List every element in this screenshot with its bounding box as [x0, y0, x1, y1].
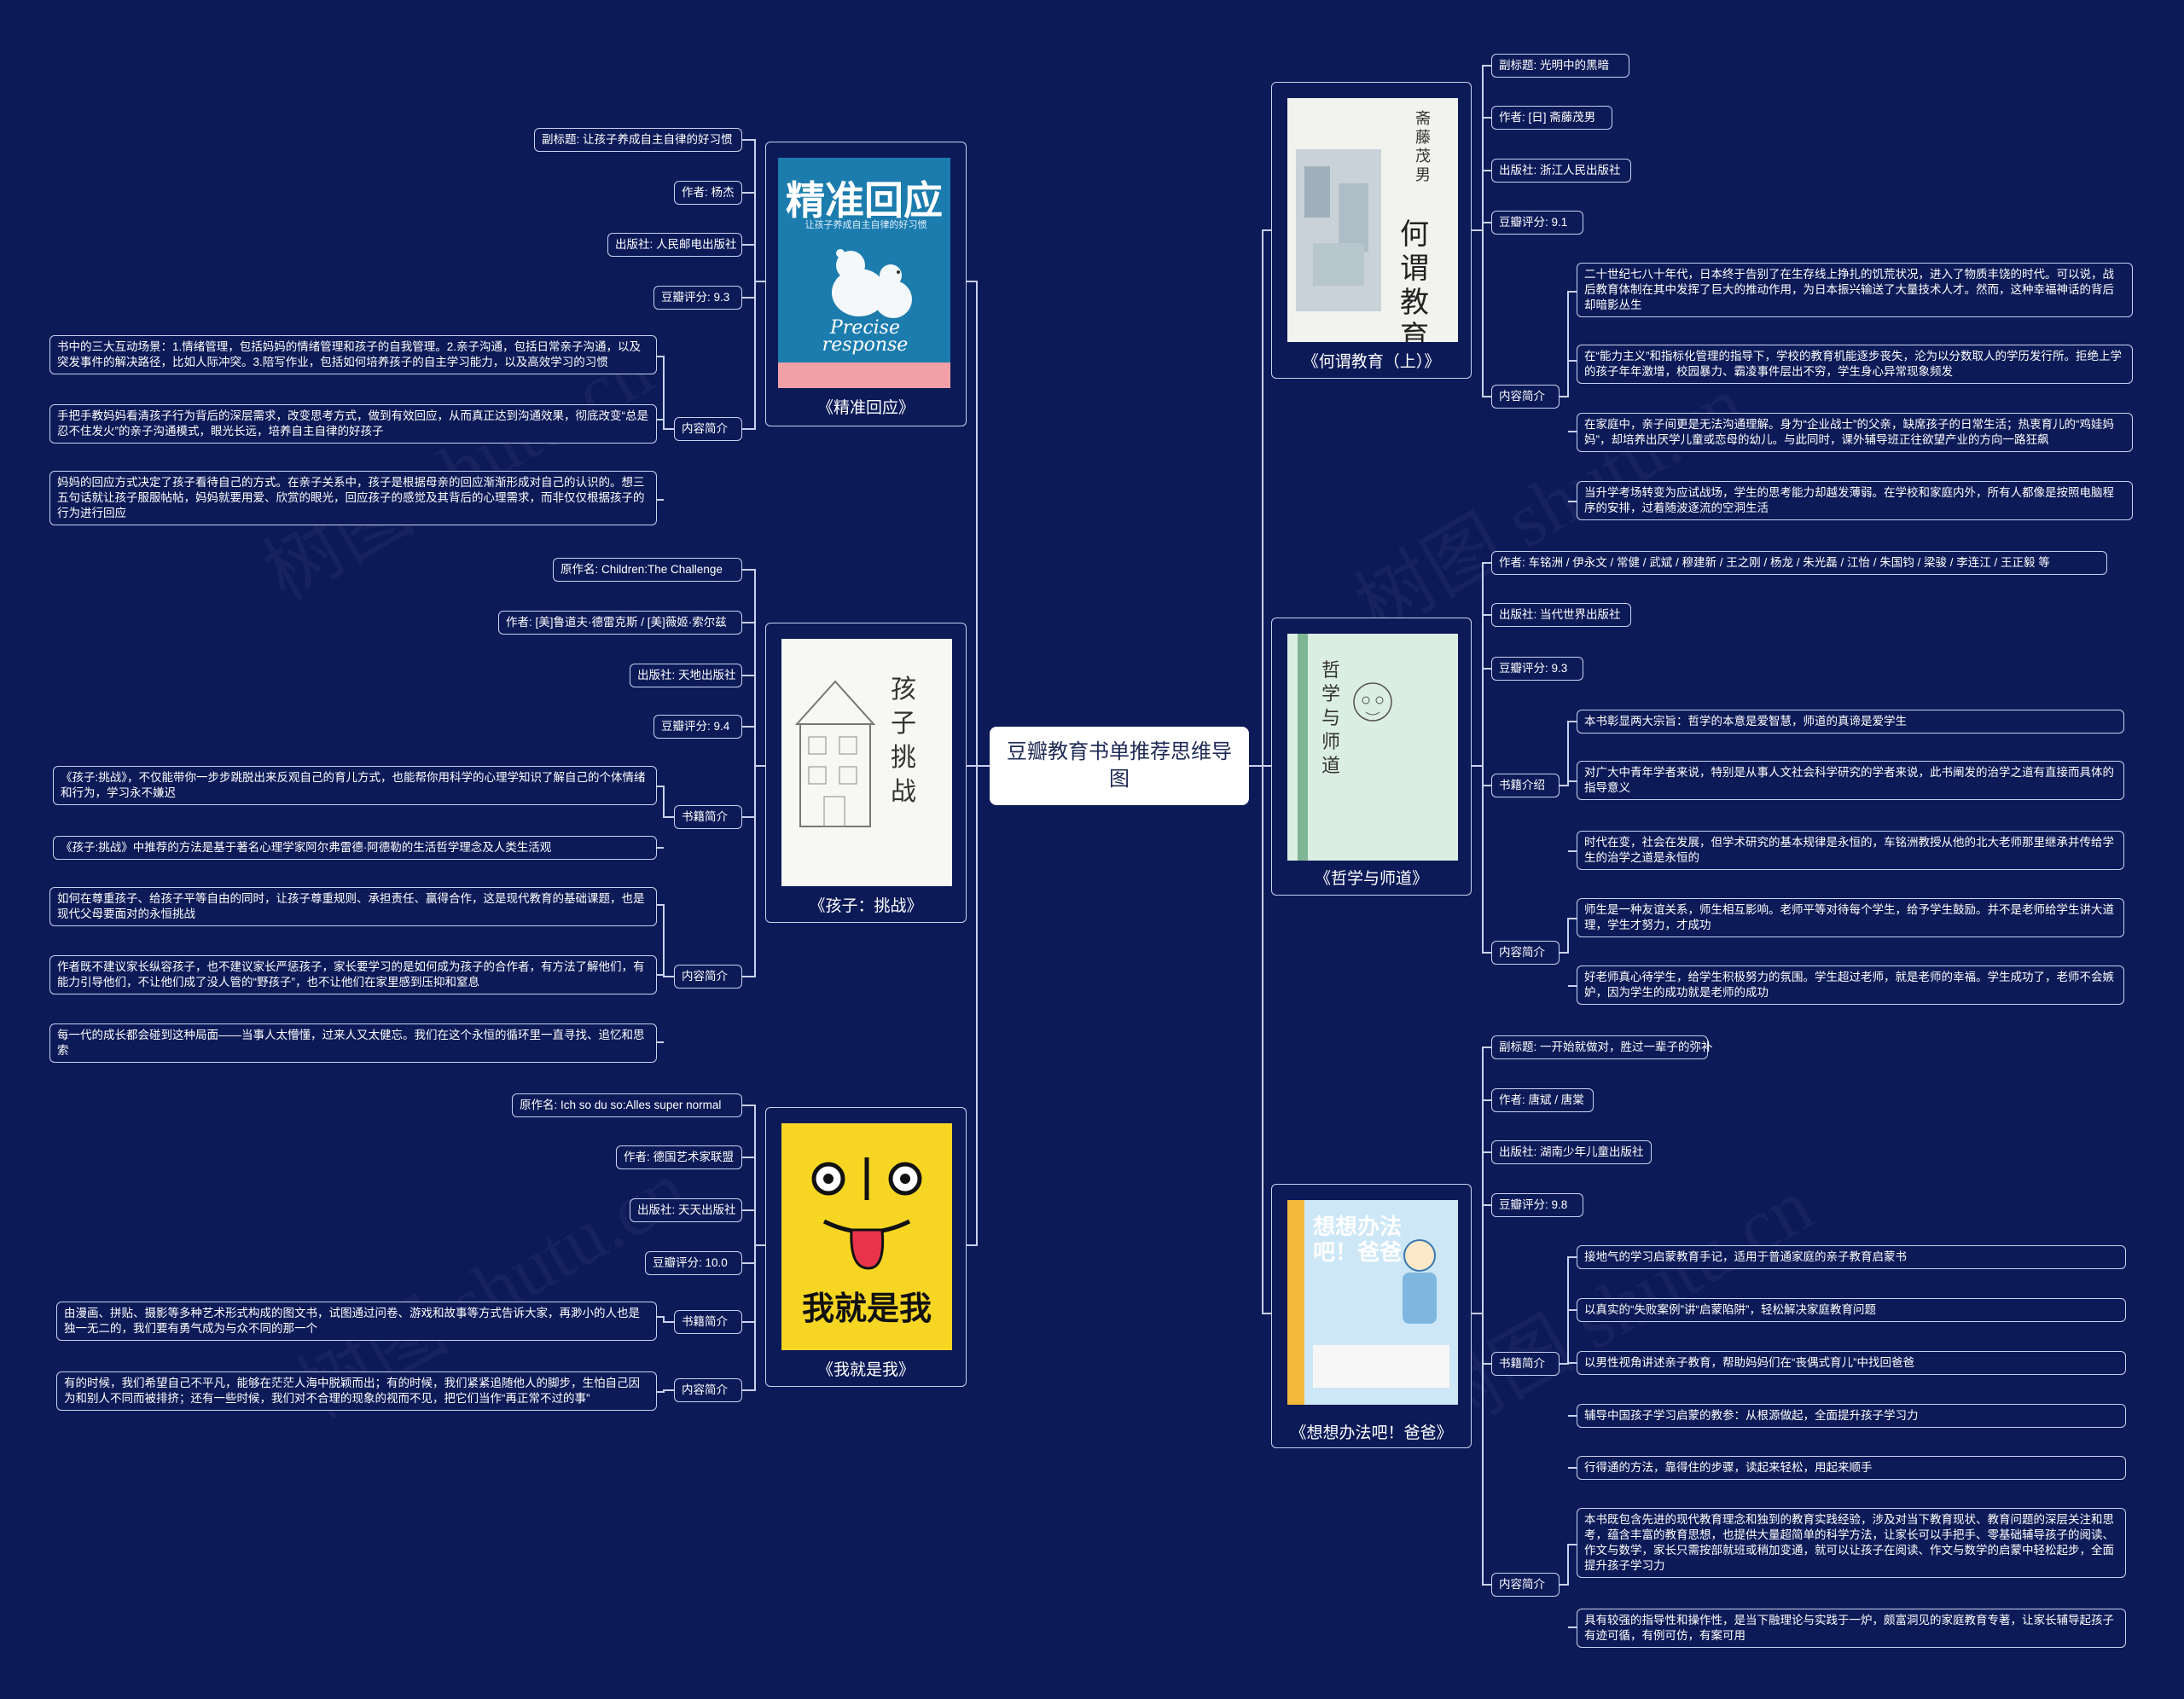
content-item[interactable]: 在家庭中，亲子间更是无法沟通理解。身为“企业战士”的父亲，缺席孩子的日常生活；热…	[1577, 413, 2133, 452]
author-node[interactable]: 作者: [美]鲁道夫·德雷克斯 / [美]薇姬·索尔兹	[498, 611, 742, 635]
publisher-node[interactable]: 出版社: 浙江人民出版社	[1491, 159, 1631, 183]
book-caption: 《何谓教育（上）》	[1272, 349, 1471, 372]
original-title-node[interactable]: 原作名: Children:The Challenge	[553, 558, 742, 582]
rating-node[interactable]: 豆瓣评分: 9.3	[1491, 657, 1583, 681]
house-illustration	[788, 673, 882, 844]
rating-node[interactable]: 豆瓣评分: 9.8	[1491, 1193, 1583, 1217]
portrait-sketch	[1347, 676, 1398, 736]
book-cover: 想想办法吧！爸爸	[1287, 1200, 1458, 1405]
face-illustration	[799, 1149, 935, 1277]
author-node[interactable]: 作者: [日] 斋藤茂男	[1491, 106, 1612, 130]
content-item[interactable]: 好老师真心待学生，给学生积极努力的氛围。学生超过老师，就是老师的幸福。学生成功了…	[1577, 965, 2124, 1005]
publisher-node[interactable]: 出版社: 天地出版社	[630, 664, 742, 687]
intro-item[interactable]: 接地气的学习启蒙教育手记，适用于普通家庭的亲子教育启蒙书	[1577, 1245, 2126, 1269]
cover-spine-band	[1298, 634, 1308, 861]
book-caption: 《精准回应》	[766, 395, 966, 418]
intro-label-node[interactable]: 书籍简介	[674, 1310, 742, 1334]
book-caption: 《哲学与师道》	[1272, 866, 1471, 889]
content-label-node[interactable]: 内容简介	[674, 1378, 742, 1402]
rating-node[interactable]: 豆瓣评分: 10.0	[645, 1251, 742, 1275]
publisher-node[interactable]: 出版社: 当代世界出版社	[1491, 603, 1631, 627]
book-cover: 斋藤茂男 何谓教育	[1287, 98, 1458, 342]
intro-item[interactable]: 《孩子:挑战》中推荐的方法是基于著名心理学家阿尔弗雷德·阿德勒的生活哲学理念及人…	[53, 836, 657, 860]
content-item[interactable]: 书中的三大互动场景：1.情绪管理，包括妈妈的情绪管理和孩子的自我管理。2.亲子沟…	[49, 335, 657, 374]
intro-item[interactable]: 行得通的方法，靠得住的步骤，读起来轻松，用起来顺手	[1577, 1456, 2126, 1480]
content-item[interactable]: 妈妈的回应方式决定了孩子看待自己的方式。在亲子关系中，孩子是根据母亲的回应渐渐形…	[49, 471, 657, 525]
cover-title: 我就是我	[781, 1282, 952, 1329]
publisher-node[interactable]: 出版社: 人民邮电出版社	[607, 233, 742, 257]
intro-label-node[interactable]: 书籍简介	[674, 805, 742, 829]
content-item[interactable]: 师生是一种友谊关系，师生相互影响。老师平等对待每个学生，给予学生鼓励。并不是老师…	[1577, 898, 2124, 937]
book-cover: 孩子挑战	[781, 639, 952, 886]
bear-illustration	[812, 233, 923, 327]
book-node-think-dad[interactable]: 想想办法吧！爸爸 《想想办法吧！爸爸》	[1271, 1184, 1472, 1448]
cover-title: 哲学与师道	[1321, 659, 1347, 779]
book-node-i-am-me[interactable]: 我就是我 《我就是我》	[765, 1107, 967, 1387]
subtitle-node[interactable]: 副标题: 光明中的黑暗	[1491, 54, 1629, 78]
content-item[interactable]: 具有较强的指导性和操作性，是当下融理论与实践于一炉，颇富洞见的家庭教育专著，让家…	[1577, 1609, 2126, 1648]
author-node[interactable]: 作者: 杨杰	[674, 181, 742, 205]
child-illustration	[1390, 1234, 1449, 1345]
content-label-node[interactable]: 内容简介	[674, 417, 742, 441]
intro-item[interactable]: 《孩子:挑战》，不仅能带你一步步跳脱出来反观自己的育儿方式，也能帮你用科学的心理…	[53, 766, 657, 805]
cover-subtitle: 让孩子养成自主自律的好习惯	[785, 217, 947, 231]
cover-title: 何谓教育	[1400, 217, 1434, 342]
content-item[interactable]: 本书既包含先进的现代教育理念和独到的教育实践经验，涉及对当下教育现状、教育问题的…	[1577, 1508, 2126, 1578]
content-label-node[interactable]: 内容简介	[1491, 385, 1560, 409]
intro-item[interactable]: 由漫画、拼贴、摄影等多种艺术形式构成的图文书，试图通过问卷、游戏和故事等方式告诉…	[56, 1302, 657, 1341]
intro-item[interactable]: 时代在变，社会在发展，但学术研究的基本规律是永恒的，车铭洲教授从他的北大老师那里…	[1577, 831, 2124, 870]
content-label-node[interactable]: 内容简介	[1491, 941, 1560, 965]
book-node-philosophy-and-teaching[interactable]: 哲学与师道 《哲学与师道》	[1271, 618, 1472, 896]
book-caption: 《孩子：挑战》	[766, 893, 966, 916]
subtitle-node[interactable]: 副标题: 一开始就做对，胜过一辈子的弥补	[1491, 1035, 1708, 1059]
book-cover: 我就是我	[781, 1123, 952, 1350]
cover-author: 斋藤茂男	[1415, 110, 1434, 185]
content-item[interactable]: 手把手教妈妈看清孩子行为背后的深层需求，改变思考方式，做到有效回应，从而真正达到…	[49, 404, 657, 444]
intro-item[interactable]: 以男性视角讲述亲子教育，帮助妈妈们在“丧偶式育儿”中找回爸爸	[1577, 1351, 2126, 1375]
content-item[interactable]: 二十世纪七八十年代，日本终于告别了在生存线上挣扎的饥荒状况，进入了物质丰饶的时代…	[1577, 263, 2133, 317]
book-caption: 《我就是我》	[766, 1357, 966, 1380]
content-item[interactable]: 每一代的成长都会碰到这种局面——当事人太懵懂，过来人又太健忘。我们在这个永恒的循…	[49, 1023, 657, 1063]
rating-node[interactable]: 豆瓣评分: 9.4	[653, 715, 742, 739]
book-cover: 哲学与师道	[1287, 634, 1458, 861]
author-node[interactable]: 作者: 德国艺术家联盟	[616, 1145, 742, 1169]
publisher-node[interactable]: 出版社: 天天出版社	[630, 1198, 742, 1222]
cover-title: 孩子挑战	[891, 673, 925, 809]
book-node-children-challenge[interactable]: 孩子挑战 《孩子：挑战》	[765, 623, 967, 923]
photo-collage	[1296, 149, 1390, 320]
cover-english-title: Precise response	[788, 320, 942, 354]
content-item[interactable]: 有的时候，我们希望自己不平凡，能够在茫茫人海中脱颖而出；有的时候，我们紧紧追随他…	[56, 1371, 657, 1411]
original-title-node[interactable]: 原作名: Ich so du so:Alles super normal	[512, 1093, 742, 1117]
content-item[interactable]: 如何在尊重孩子、给孩子平等自由的同时，让孩子尊重规则、承担责任、赢得合作，这是现…	[49, 887, 657, 926]
book-node-what-is-education[interactable]: 斋藤茂男 何谓教育 《何谓教育（上）》	[1271, 82, 1472, 379]
subtitle-node[interactable]: 副标题: 让孩子养成自主自律的好习惯	[534, 128, 742, 152]
intro-label-node[interactable]: 书籍介绍	[1491, 774, 1560, 797]
content-label-node[interactable]: 内容简介	[1491, 1573, 1560, 1597]
author-node[interactable]: 作者: 车铭洲 / 伊永文 / 常健 / 武斌 / 穆建新 / 王之刚 / 杨龙…	[1491, 551, 2107, 575]
cover-panel	[1313, 1345, 1449, 1388]
intro-item[interactable]: 辅导中国孩子学习启蒙的教参：从根源做起，全面提升孩子学习力	[1577, 1404, 2126, 1428]
root-topic[interactable]: 豆瓣教育书单推荐思维导图	[990, 727, 1249, 805]
author-node[interactable]: 作者: 唐斌 / 唐棠	[1491, 1088, 1594, 1112]
intro-item[interactable]: 以真实的“失败案例”讲“启蒙陷阱”，轻松解决家庭教育问题	[1577, 1298, 2126, 1322]
book-caption: 《想想办法吧！爸爸》	[1272, 1420, 1471, 1443]
content-item[interactable]: 在“能力主义”和指标化管理的指导下，学校的教育机能逐步丧失，沦为以分数取人的学历…	[1577, 345, 2133, 384]
publisher-node[interactable]: 出版社: 湖南少年儿童出版社	[1491, 1140, 1652, 1164]
book-node-precise-response[interactable]: 精准回应 让孩子养成自主自律的好习惯 Precise response 《精准回…	[765, 142, 967, 426]
cover-band	[778, 362, 950, 388]
content-item[interactable]: 当升学考场转变为应试战场，学生的思考能力却越发薄弱。在学校和家庭内外，所有人都像…	[1577, 481, 2133, 520]
intro-item[interactable]: 对广大中青年学者来说，特别是从事人文社会科学研究的学者来说，此书阐发的治学之道有…	[1577, 761, 2124, 800]
rating-node[interactable]: 豆瓣评分: 9.1	[1491, 211, 1583, 235]
content-label-node[interactable]: 内容简介	[674, 965, 742, 989]
cover-spine-band	[1287, 1200, 1304, 1405]
rating-node[interactable]: 豆瓣评分: 9.3	[653, 286, 742, 310]
content-item[interactable]: 作者既不建议家长纵容孩子，也不建议家长严惩孩子，家长要学习的是如何成为孩子的合作…	[49, 955, 657, 994]
intro-label-node[interactable]: 书籍简介	[1491, 1352, 1560, 1376]
book-cover: 精准回应 让孩子养成自主自律的好习惯 Precise response	[778, 158, 950, 388]
intro-item[interactable]: 本书彰显两大宗旨：哲学的本意是爱智慧，师道的真谛是爱学生	[1577, 710, 2124, 734]
